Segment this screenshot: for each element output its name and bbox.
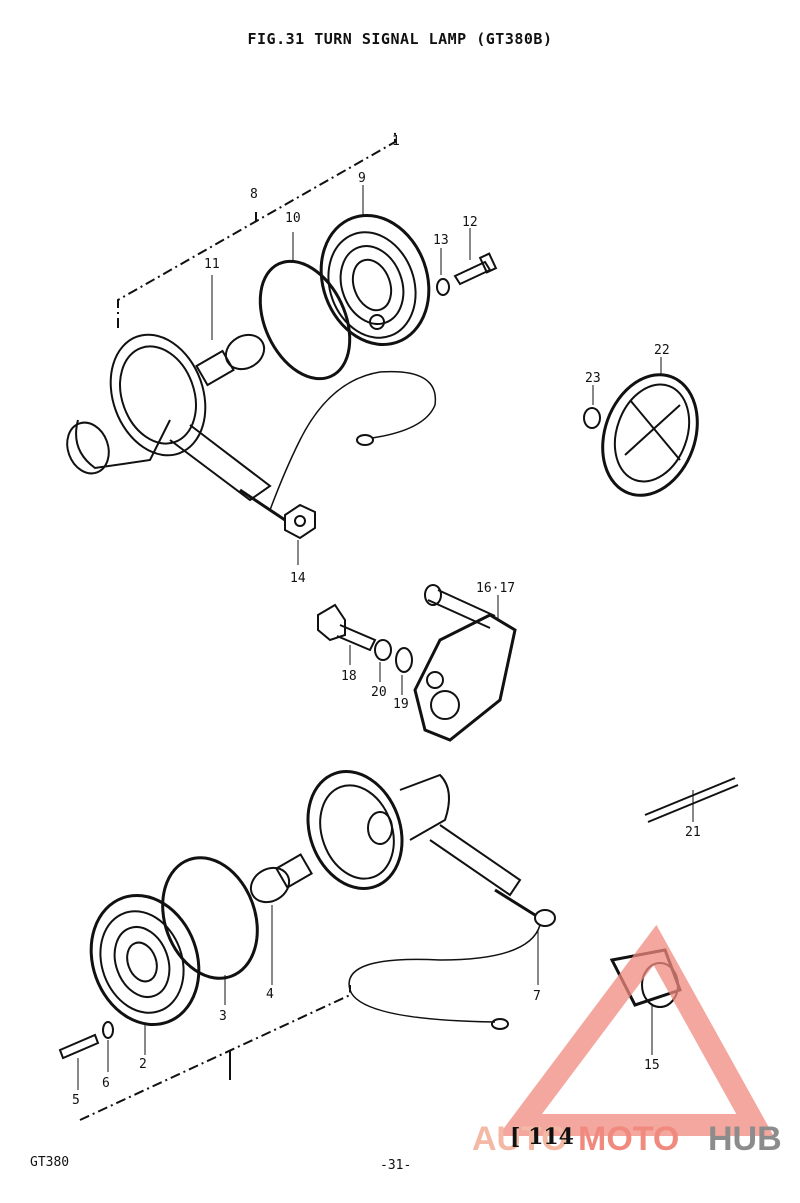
upper-gasket-ring bbox=[258, 259, 352, 381]
reflector bbox=[583, 373, 699, 497]
watermark-text-hub: HUB bbox=[708, 1120, 782, 1158]
part-label-5: 5 bbox=[72, 1093, 80, 1108]
upper-lens bbox=[319, 213, 431, 347]
part-label-15: 15 bbox=[644, 1058, 660, 1073]
part-label-20: 20 bbox=[371, 685, 387, 700]
part-label-14: 14 bbox=[290, 571, 306, 586]
lower-lens bbox=[89, 893, 201, 1027]
upper-wire bbox=[269, 370, 437, 511]
watermark-text-auto: AUTO bbox=[472, 1120, 568, 1158]
part-label-21: 21 bbox=[685, 825, 701, 840]
part-label-23: 23 bbox=[585, 371, 601, 386]
upper-lamp-housing bbox=[66, 333, 286, 522]
mounting-bracket bbox=[413, 584, 517, 742]
group-bracket-1 bbox=[79, 985, 351, 1121]
part-label-13: 13 bbox=[433, 233, 449, 248]
lower-screw bbox=[58, 1021, 114, 1060]
part-label-4: 4 bbox=[266, 987, 274, 1002]
page-code: [ 114 bbox=[510, 1124, 574, 1150]
part-label-7: 7 bbox=[533, 989, 541, 1004]
part-label-16-17: 16·17 bbox=[476, 581, 515, 596]
part-label-6: 6 bbox=[102, 1076, 110, 1091]
watermark: AUTO MOTO HUB bbox=[472, 924, 782, 1158]
part-label-11: 11 bbox=[204, 257, 220, 272]
grommet bbox=[534, 909, 556, 927]
upper-bulb bbox=[195, 333, 266, 387]
part-label-10: 10 bbox=[285, 211, 301, 226]
watermark-triangle-icon bbox=[498, 924, 774, 1136]
part-label-2: 2 bbox=[139, 1057, 147, 1072]
part-label-3: 3 bbox=[219, 1009, 227, 1024]
page-number: -31- bbox=[380, 1158, 412, 1173]
upper-nut bbox=[284, 503, 316, 540]
part-label-19: 19 bbox=[393, 697, 409, 712]
lower-lamp-housing bbox=[306, 770, 536, 917]
group-bracket-8 bbox=[117, 130, 396, 328]
part-label-1: 1 bbox=[392, 134, 400, 149]
part-label-22: 22 bbox=[654, 343, 670, 358]
upper-screw bbox=[436, 252, 498, 296]
part-label-12: 12 bbox=[462, 215, 478, 230]
part-label-9: 9 bbox=[358, 171, 366, 186]
lower-wire bbox=[348, 924, 541, 1023]
figure-title: FIG.31 TURN SIGNAL LAMP (GT380B) bbox=[247, 30, 553, 48]
watermark-text-moto: MOTO bbox=[578, 1120, 679, 1158]
lower-gasket-ring bbox=[161, 856, 259, 980]
bracket-bolt bbox=[317, 603, 413, 673]
part-label-8: 8 bbox=[250, 187, 258, 202]
model-label: GT380 bbox=[30, 1155, 70, 1170]
lower-bulb bbox=[249, 853, 313, 904]
part-label-18: 18 bbox=[341, 669, 357, 684]
cable-clamp bbox=[644, 777, 739, 823]
